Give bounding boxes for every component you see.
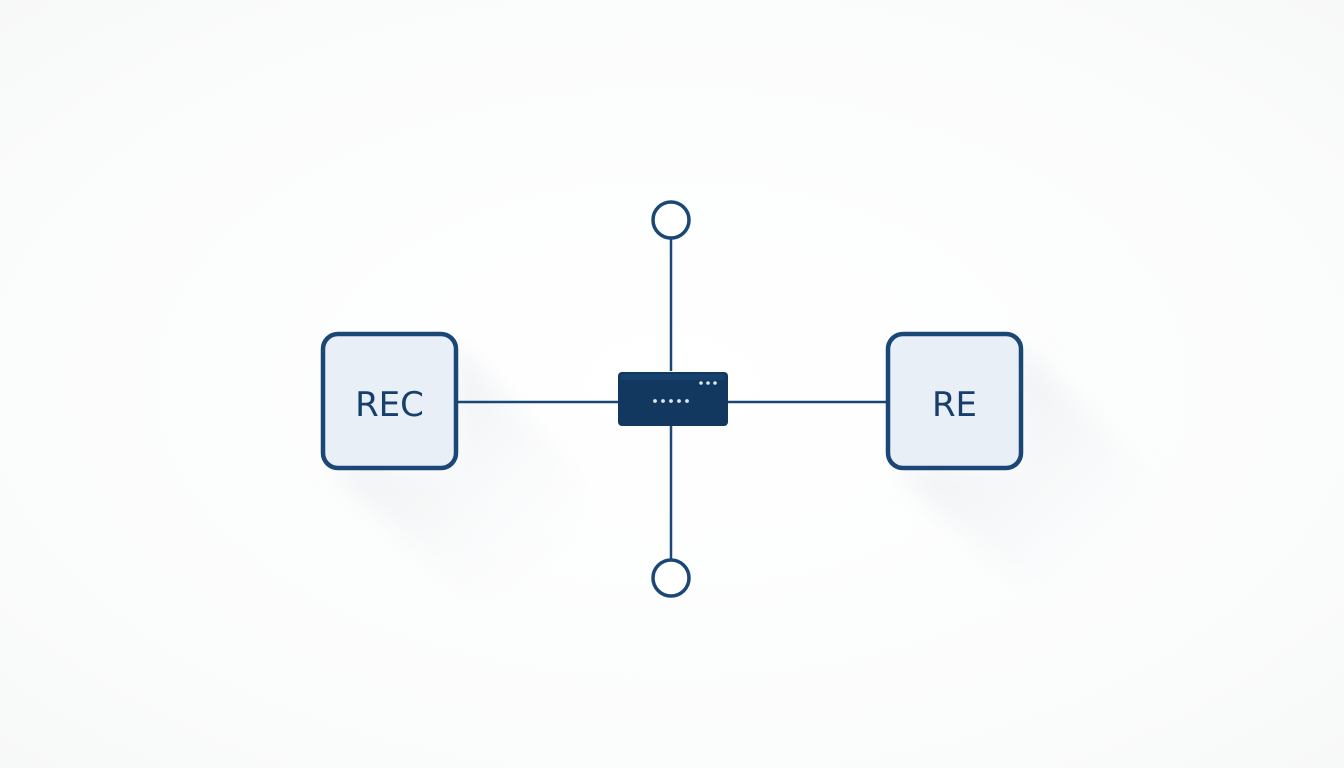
left-node-shadow [330,345,590,600]
switch-status-led-2 [706,381,710,385]
top-endpoint-icon[interactable] [651,200,691,240]
switch-port-1 [653,399,657,403]
switch-port-5 [685,399,689,403]
bottom-endpoint-icon[interactable] [651,558,691,598]
right-node-label: RE [932,385,977,425]
switch-port-3 [669,399,673,403]
right-node-shadow [895,345,1155,600]
switch-status-led-3 [713,381,717,385]
network-switch-icon[interactable] [618,372,728,426]
switch-port-4 [677,399,681,403]
left-node-label: REC [355,385,424,425]
left-node[interactable]: REC [320,331,459,471]
right-node[interactable]: RE [885,331,1024,471]
switch-port-2 [661,399,665,403]
switch-status-led-1 [699,381,703,385]
